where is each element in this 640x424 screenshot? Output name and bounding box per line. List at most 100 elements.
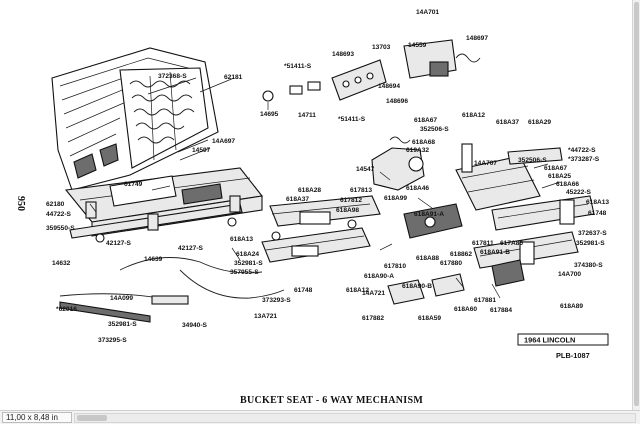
part-label: 374380-S — [574, 262, 603, 269]
part-label: 372368-S — [158, 73, 187, 80]
part-label: 618A29 — [528, 119, 551, 126]
part-label: 14A099 — [110, 295, 133, 302]
diagram-title: BUCKET SEAT - 6 WAY MECHANISM — [240, 395, 423, 406]
part-label: 617813 — [350, 187, 372, 194]
part-label: 618A24 — [236, 251, 259, 258]
part-label: 44722-S — [46, 211, 72, 218]
part-label: 148693 — [332, 51, 354, 58]
part-label: 352506-S — [518, 157, 547, 164]
drive-cables — [59, 257, 465, 323]
part-label: 618A13 — [586, 199, 609, 206]
year-label: 1964 LINCOLN — [524, 336, 575, 345]
part-label: 619A32 — [406, 147, 429, 154]
exploded-parts-diagram: 14A701 148697 13703 14559 148693 *51411-… — [15, 9, 609, 406]
year-box — [517, 333, 609, 346]
part-label: 373295-S — [98, 337, 127, 344]
part-label: 14695 — [260, 111, 279, 118]
page-number: 950 — [15, 196, 26, 211]
part-label: 13A721 — [254, 313, 277, 320]
part-label: 618862 — [450, 251, 472, 258]
part-label: 14639 — [144, 256, 163, 263]
part-label: 618A67 — [414, 117, 437, 124]
part-label: 14632 — [52, 260, 71, 267]
part-label: 61749 — [124, 181, 143, 188]
part-label: *62016 — [56, 306, 77, 313]
part-label: 617811 — [472, 240, 494, 247]
part-label: 618A99 — [384, 195, 407, 202]
part-number-labels: 14A701 148697 13703 14559 148693 *51411-… — [46, 9, 609, 344]
part-label: 618A46 — [406, 185, 429, 192]
horizontal-scrollbar[interactable] — [74, 413, 636, 423]
part-label: 617881 — [474, 297, 496, 304]
part-label: 618A68 — [412, 139, 435, 146]
leader-lines — [89, 77, 561, 299]
part-label: *51411-S — [284, 63, 312, 70]
plate-number: PLB-1087 — [556, 351, 590, 360]
part-label: 618A90-A — [364, 273, 394, 280]
part-label: *373287-S — [568, 156, 600, 163]
vertical-scroll-thumb[interactable] — [634, 2, 639, 406]
part-label: 618A66 — [556, 181, 579, 188]
switch-assembly — [262, 39, 481, 102]
part-label: 352506-S — [420, 126, 449, 133]
part-label: 618A88 — [416, 255, 439, 262]
part-label: 14A707 — [474, 160, 497, 167]
part-label: 14A701 — [416, 9, 439, 16]
part-label: 45222-S — [566, 189, 592, 196]
part-label: 618A25 — [548, 173, 571, 180]
part-label: 42127-S — [106, 240, 132, 247]
page-size-readout: 11,00 x 8,48 in — [2, 412, 72, 423]
part-label: 618A90-B — [402, 283, 432, 290]
part-label: 617882 — [362, 315, 384, 322]
part-label: 618A89 — [560, 303, 583, 310]
part-label: 34940-S — [182, 322, 208, 329]
part-label: 618A37 — [286, 196, 309, 203]
part-label: 618A37 — [496, 119, 519, 126]
part-label: 148696 — [386, 98, 408, 105]
part-label: 617810 — [384, 263, 406, 270]
seat-frame-assembly — [64, 167, 264, 243]
part-label: 618A67 — [544, 165, 567, 172]
part-label: 148694 — [378, 83, 400, 90]
part-label: 14597 — [192, 147, 211, 154]
part-label: 14A700 — [558, 271, 581, 278]
part-label: 359550-S — [46, 225, 75, 232]
part-label: 61748 — [588, 210, 607, 217]
part-label: 618A91-A — [414, 211, 444, 218]
part-label: 618A12 — [462, 112, 485, 119]
status-bar: 11,00 x 8,48 in — [0, 410, 640, 424]
part-label: 14A697 — [212, 138, 235, 145]
part-label: *44722-S — [568, 147, 596, 154]
part-label: 352981-S — [108, 321, 137, 328]
part-label: 618A60 — [454, 306, 477, 313]
horizontal-scroll-thumb[interactable] — [77, 415, 107, 421]
part-label: 61748 — [294, 287, 313, 294]
page-area: 14A701 148697 13703 14559 148693 *51411-… — [15, 9, 610, 406]
part-label: 148697 — [466, 35, 488, 42]
part-label: 618A98 — [336, 207, 359, 214]
part-label: 352981-S — [576, 240, 605, 247]
part-label: 372637-S — [578, 230, 607, 237]
part-label: 13703 — [372, 44, 391, 51]
part-label: 617884 — [490, 307, 512, 314]
part-label: 357955-S — [230, 269, 259, 276]
motor-assembly — [371, 136, 563, 239]
part-label: 62181 — [224, 74, 243, 81]
part-label: 617880 — [440, 260, 462, 267]
part-label: *51411-S — [338, 116, 366, 123]
part-label: 42127-S — [178, 245, 204, 252]
part-label: 352981-S — [234, 260, 263, 267]
part-label: 62180 — [46, 201, 65, 208]
part-label: 14711 — [298, 112, 316, 119]
part-label: 618A59 — [418, 315, 441, 322]
vertical-scrollbar[interactable] — [632, 0, 640, 410]
part-label: 373293-S — [262, 297, 291, 304]
part-label: 14559 — [408, 42, 427, 49]
seat-track-center — [261, 195, 381, 263]
part-label: 618A12 — [346, 287, 369, 294]
part-label: 14A721 — [362, 290, 385, 297]
part-label: 618A13 — [230, 236, 253, 243]
part-label: 14547 — [356, 166, 375, 173]
part-label: 618A28 — [298, 187, 321, 194]
